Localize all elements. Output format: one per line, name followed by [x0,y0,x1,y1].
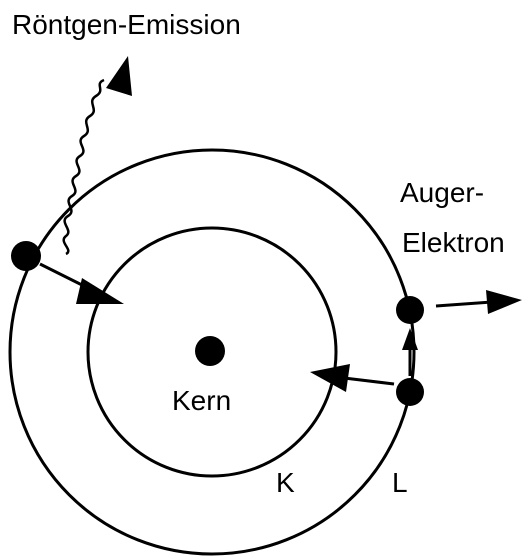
auger-ejection-arrow [435,290,522,314]
l-shell-orbit [8,148,416,556]
transition-arrow-right [310,364,395,392]
label-l-shell: L [392,467,408,498]
label-auger-line2: Elektron [402,227,505,258]
label-xray-emission: Röntgen-Emission [12,9,241,40]
label-auger-line1: Auger- [400,177,484,208]
upward-transfer-arrow [402,328,418,376]
label-nucleus: Kern [172,385,231,416]
auger-electron [396,296,424,324]
transition-arrow-left [39,262,124,304]
k-shell-orbit [86,226,338,478]
label-k-shell: K [276,467,295,498]
nucleus-dot [195,336,225,366]
xray-wave [62,56,132,256]
electron-right-lower [396,378,424,406]
electron-left [11,241,41,271]
